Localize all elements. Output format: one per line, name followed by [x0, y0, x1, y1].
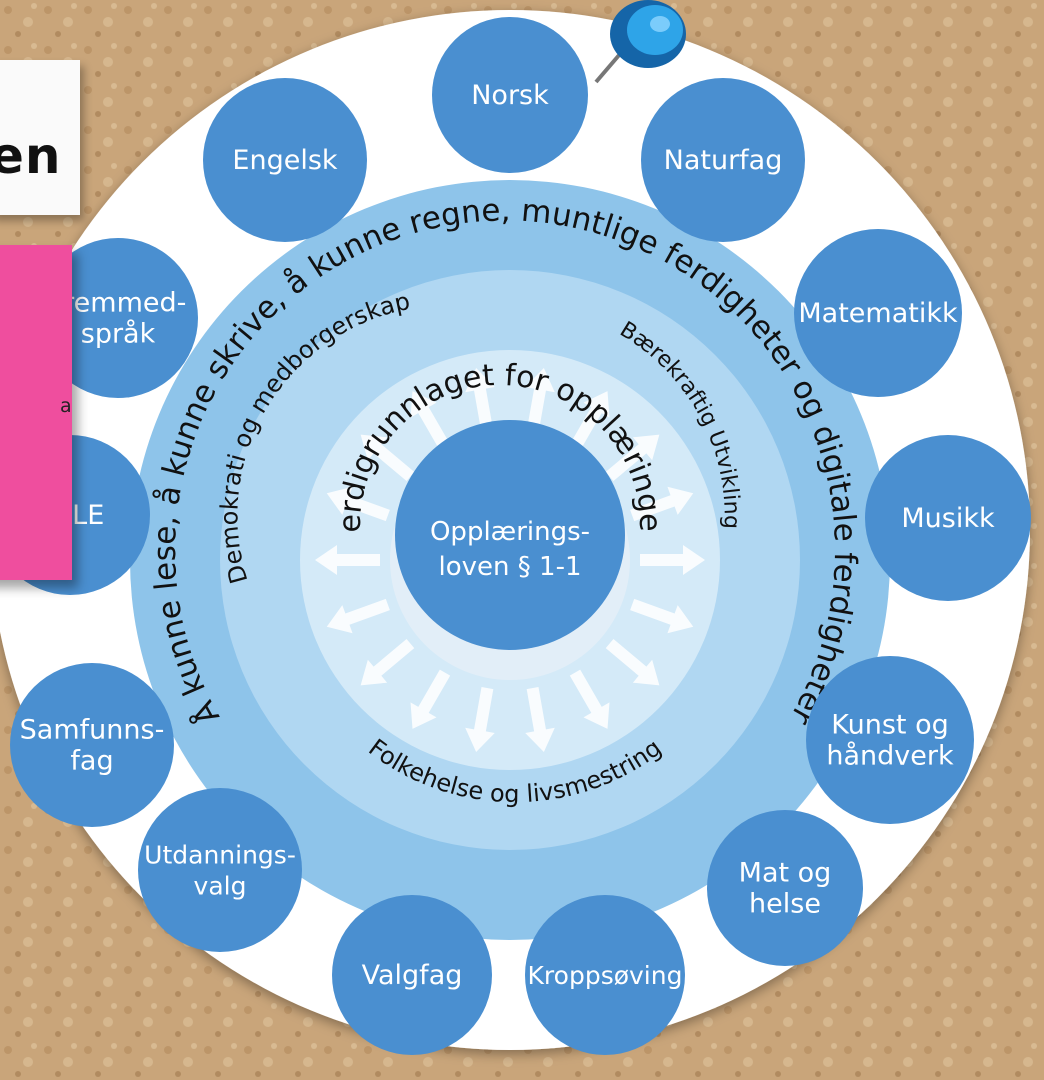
- radial-arrow: [326, 598, 390, 634]
- radial-arrow: [465, 686, 495, 753]
- subject-circle: [332, 895, 492, 1055]
- radial-arrow: [326, 486, 390, 522]
- subject-label: Musikk: [901, 503, 995, 534]
- subject-bubble: Kroppsøving: [525, 895, 685, 1055]
- subject-circle: [707, 810, 863, 966]
- subject-label: Mat og: [739, 858, 832, 889]
- subject-circle: [865, 435, 1031, 601]
- subject-label: Fremmed-: [50, 288, 187, 319]
- radial-arrow: [465, 367, 495, 434]
- subject-bubble: Fremmed-språk: [38, 238, 198, 398]
- radial-arrow: [525, 686, 555, 753]
- subject-bubble: Matematikk: [794, 229, 962, 397]
- radial-arrow: [605, 434, 660, 482]
- subject-bubble: Valgfag: [332, 895, 492, 1055]
- subject-circle: [432, 17, 588, 173]
- radial-arrow: [569, 669, 610, 729]
- subject-circle: [806, 656, 974, 824]
- subject-circle: [38, 238, 198, 398]
- title-note: en: [0, 60, 80, 215]
- subject-label: helse: [749, 889, 821, 920]
- subject-label: Samfunns-: [20, 715, 165, 746]
- radial-arrow: [630, 486, 694, 522]
- subject-circle: [138, 788, 302, 952]
- radial-arrow: [569, 391, 610, 451]
- radial-arrow: [410, 391, 451, 451]
- subject-label: Utdannings-: [144, 841, 296, 870]
- radial-arrow: [630, 598, 694, 634]
- subject-label: Engelsk: [232, 145, 337, 176]
- subject-bubble: Engelsk: [203, 78, 367, 242]
- subject-circle: [641, 78, 805, 242]
- radial-arrow: [525, 367, 555, 434]
- subject-bubble: Naturfag: [641, 78, 805, 242]
- push-pin-icon: [594, 0, 686, 84]
- center-label-line1: Opplærings-: [430, 517, 590, 547]
- radial-arrow: [410, 669, 451, 729]
- subject-circle: [525, 895, 685, 1055]
- title-note-text: en: [0, 127, 62, 185]
- subject-bubble: Norsk: [432, 17, 588, 173]
- radial-arrows: [315, 367, 705, 753]
- subject-label: Kroppsøving: [528, 961, 683, 990]
- subject-bubble: Utdannings-valg: [138, 788, 302, 952]
- radial-arrow: [360, 434, 415, 482]
- radial-arrow: [360, 638, 415, 686]
- subject-label: Naturfag: [664, 145, 783, 176]
- radial-arrow: [315, 545, 380, 575]
- subject-label: Norsk: [471, 80, 549, 111]
- subject-label: håndverk: [826, 741, 954, 772]
- subject-circle: [10, 663, 174, 827]
- subject-label: Matematikk: [798, 298, 958, 329]
- subject-bubble: Samfunns-fag: [10, 663, 174, 827]
- subject-label: fag: [70, 746, 113, 777]
- subject-label: valg: [194, 872, 247, 901]
- subject-label: språk: [81, 319, 156, 350]
- radial-arrow: [605, 638, 660, 686]
- subject-circle: [203, 78, 367, 242]
- center-circle: [395, 420, 625, 650]
- center-label-line2: loven § 1-1: [439, 552, 582, 582]
- subject-label: Valgfag: [362, 960, 463, 991]
- sticky-note-text: al i: [60, 395, 72, 417]
- subject-bubble: Musikk: [865, 435, 1031, 601]
- pink-sticky-note: al i: [0, 245, 72, 580]
- radial-arrow: [640, 545, 705, 575]
- subject-label: Kunst og: [831, 710, 948, 741]
- subject-circle: [794, 229, 962, 397]
